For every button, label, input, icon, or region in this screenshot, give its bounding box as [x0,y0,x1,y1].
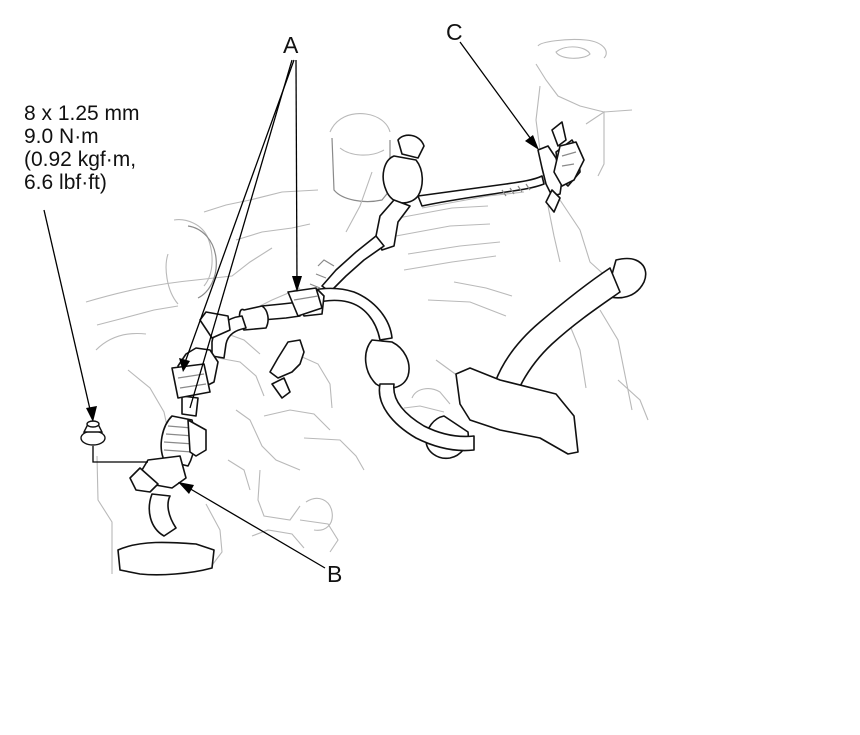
connector-a-lower [171,363,211,399]
leader-lines [43,41,539,569]
connector-c [545,121,585,213]
callout-b-label: B [327,561,343,587]
torque-spec: 8 x 1.25 mm 9.0 N·m (0.92 kgf·m, 6.6 lbf… [24,102,140,194]
callout-a-label: A [283,32,299,58]
flange-bolt-icon [80,420,106,446]
torque-lbfft-label: 6.6 lbf·ft) [24,171,107,194]
bolt-size-label: 8 x 1.25 mm [24,102,140,125]
engine-background [85,38,649,574]
connector-a-upper [287,287,323,317]
callout-c-label: C [446,19,463,45]
torque-kgfm-label: (0.92 kgf·m, [24,148,137,171]
coolant-hose [425,257,647,460]
torque-nm-label: 9.0 N·m [24,125,99,148]
wire-harness [117,134,581,576]
